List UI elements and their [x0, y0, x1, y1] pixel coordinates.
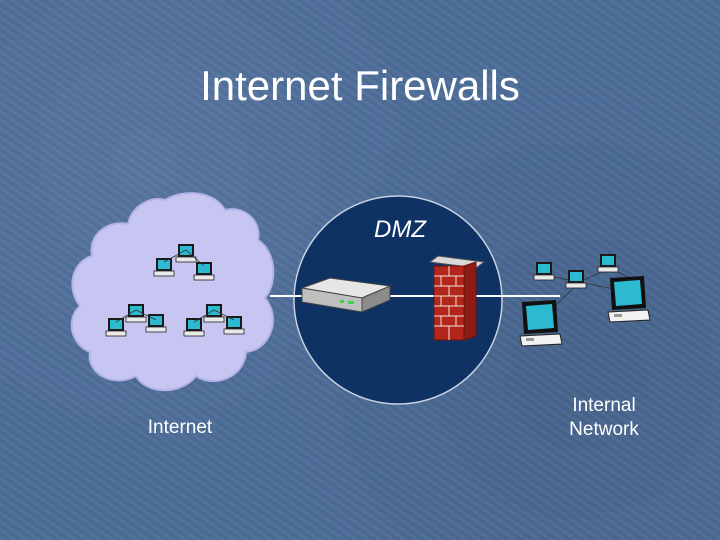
internet-cloud — [70, 192, 275, 392]
internal-network — [519, 253, 651, 347]
workstation-icon — [597, 253, 619, 273]
workstation-icon — [607, 275, 651, 323]
dmz-zone — [293, 195, 503, 405]
workstation-icon — [223, 315, 245, 335]
workstation-icon — [125, 303, 147, 323]
workstation-icon — [105, 317, 127, 337]
internal-label-line1: Internal — [572, 395, 636, 416]
cloud-icon — [70, 192, 275, 392]
workstation-icon — [519, 299, 563, 347]
workstation-icon — [565, 269, 587, 289]
workstation-icon — [203, 303, 225, 323]
router-icon — [300, 277, 392, 313]
firewall-icon — [428, 255, 486, 341]
workstation-icon — [153, 257, 175, 277]
internet-label: Internet — [120, 416, 240, 440]
internet-label-text: Internet — [147, 417, 213, 438]
slide-title: Internet Firewalls — [0, 62, 720, 110]
workstation-icon — [183, 317, 205, 337]
dmz-label: DMZ — [374, 216, 426, 243]
internal-network-label: Internal Network — [544, 394, 664, 442]
internal-label-line2: Network — [569, 419, 639, 440]
workstation-icon — [193, 261, 215, 281]
internet-hosts — [105, 243, 245, 337]
slide-title-text: Internet Firewalls — [200, 62, 520, 109]
workstation-icon — [533, 261, 555, 281]
workstation-icon — [175, 243, 197, 263]
